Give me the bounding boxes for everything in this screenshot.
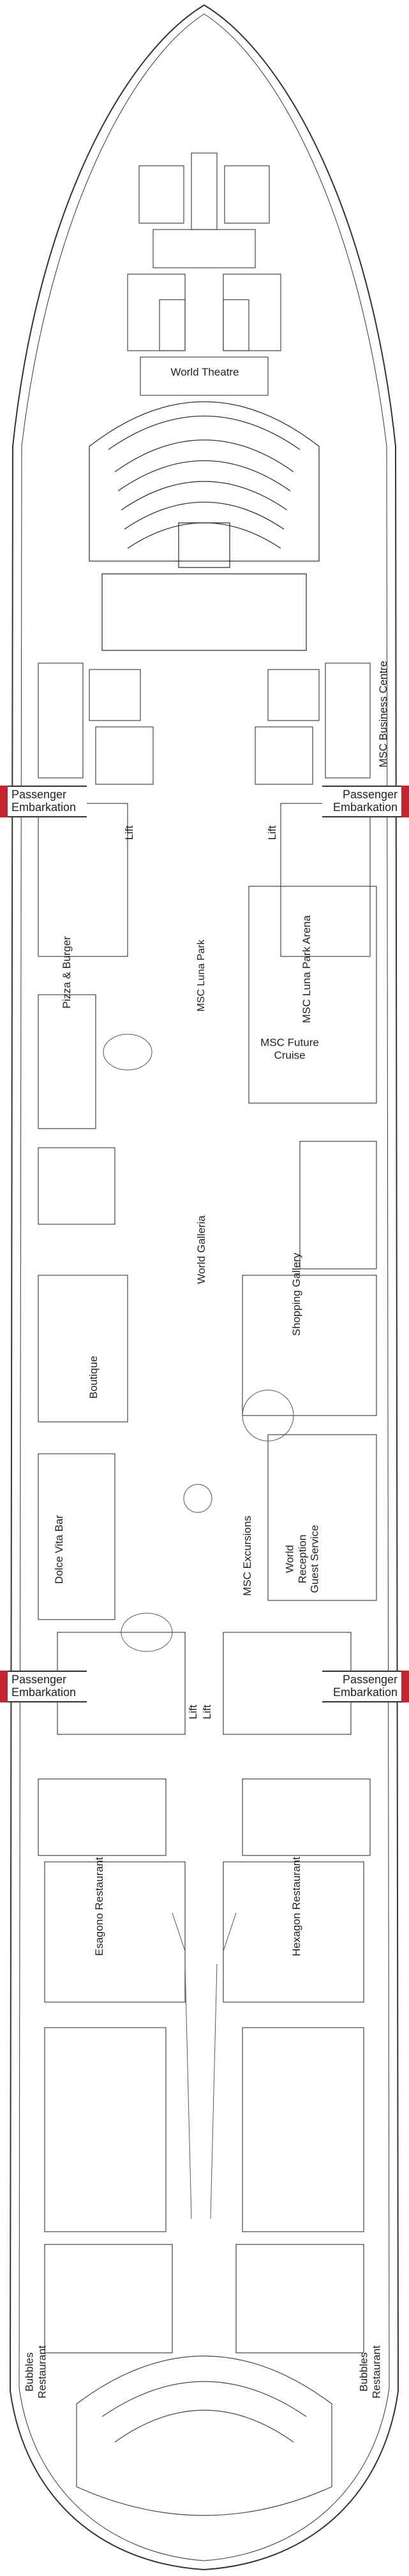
label-bubbles-restaurant-stbd: Bubbles Restaurant — [357, 2345, 382, 2399]
passenger-embarkation-aft-port: Passenger Embarkation — [0, 1671, 87, 1702]
passenger-embarkation-aft-stbd: Passenger Embarkation — [322, 1671, 409, 1702]
label-lift-fwd-1: Lift — [123, 825, 136, 840]
label-shopping-gallery: Shopping Gallery — [290, 1252, 303, 1336]
label-world-theatre: World Theatre — [170, 366, 239, 379]
passenger-embarkation-fwd-stbd: Passenger Embarkation — [322, 786, 409, 817]
embarkation-marker — [0, 786, 8, 817]
label-msc-excursions: MSC Excursions — [241, 1516, 254, 1596]
embarkation-marker — [401, 1671, 409, 1702]
label-boutique: Boutique — [87, 1356, 100, 1399]
world-theatre — [89, 401, 320, 651]
label-dolce-vita-bar: Dolce Vita Bar — [53, 1514, 66, 1584]
atrium-features — [103, 1034, 294, 2220]
label-msc-luna-park-arena: MSC Luna Park Arena — [301, 915, 313, 1023]
embarkation-marker — [0, 1671, 8, 1702]
label-passenger-embarkation: Passenger Embarkation — [332, 1673, 398, 1699]
label-passenger-embarkation: Passenger Embarkation — [11, 788, 77, 814]
embarkation-marker — [401, 786, 409, 817]
hull-outline — [9, 4, 399, 2571]
label-msc-business-centre: MSC Business Centre — [377, 661, 390, 768]
label-bubbles-restaurant-port: Bubbles Restaurant — [23, 2345, 48, 2399]
label-passenger-embarkation: Passenger Embarkation — [11, 1673, 77, 1699]
label-esagono-restaurant: Esagono Restaurant — [93, 1857, 106, 1956]
label-world-reception: World Reception Guest Service — [283, 1525, 321, 1593]
label-world-galleria: World Galleria — [195, 1215, 208, 1284]
label-lift-aft-2: Lift — [201, 1704, 214, 1720]
bow-rooms — [127, 152, 281, 396]
label-msc-luna-park: MSC Luna Park — [195, 939, 207, 1012]
label-lift-aft-1: Lift — [187, 1704, 200, 1720]
label-hexagon-restaurant: Hexagon Restaurant — [290, 1857, 303, 1956]
label-msc-future-cruise: MSC Future Cruise — [260, 1036, 319, 1061]
passenger-embarkation-fwd-port: Passenger Embarkation — [0, 786, 87, 817]
label-passenger-embarkation: Passenger Embarkation — [332, 788, 398, 814]
corridors — [38, 662, 377, 2516]
label-lift-fwd-2: Lift — [266, 825, 279, 840]
label-pizza-burger: Pizza & Burger — [61, 936, 73, 1009]
